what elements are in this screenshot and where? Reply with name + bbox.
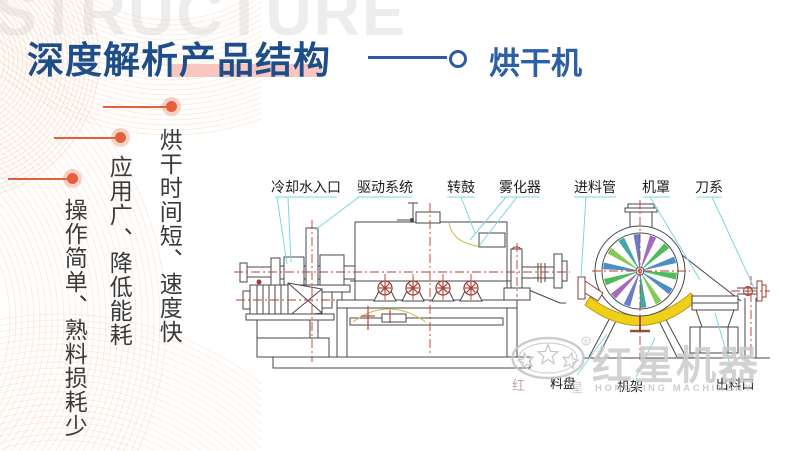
- label-material-tray: 料盘: [550, 376, 576, 391]
- connector-line: [368, 56, 447, 59]
- feature-bullet-line-3: [8, 178, 68, 180]
- brand-seal-char: 红: [512, 378, 525, 393]
- feature-bullet-dot-3: [67, 173, 78, 184]
- registered-mark: ®: [584, 339, 589, 346]
- label-cooling-water-inlet: 冷却水入口: [271, 179, 341, 195]
- leader-lines: [275, 196, 757, 378]
- label-knife-system: 刀系: [695, 179, 723, 195]
- feature-text-2: 应用广、降低能耗: [106, 155, 133, 347]
- label-machine-cover: 机罩: [642, 179, 670, 195]
- label-drive-system: 驱动系统: [357, 179, 413, 195]
- centerlines: [234, 200, 770, 362]
- connector-circle-icon: [449, 50, 467, 68]
- diagram-labels: 冷却水入口 驱动系统 转鼓 雾化器 进料管 机罩 刀系 料盘 机架 出料口: [271, 179, 755, 394]
- title-highlight-bar: [168, 64, 322, 77]
- page-title: 深度解析产品结构: [27, 40, 331, 81]
- brand-seal-char-2: 星: [571, 381, 583, 395]
- brand-watermark: ® 红星机器 HONGXING MACHINERY 红 星: [511, 336, 760, 395]
- label-feed-pipe: 进料管: [574, 179, 616, 195]
- drum-blade-wheel: [603, 234, 677, 308]
- logo-stars-icon: [516, 342, 580, 370]
- side-view-drawing: [239, 202, 568, 369]
- label-atomizer: 雾化器: [499, 179, 541, 195]
- background-watermark-word: STRUCTURE: [0, 0, 407, 49]
- feature-text-3: 操作简单、熟料损耗少: [61, 198, 88, 438]
- label-rotating-drum: 转鼓: [447, 179, 475, 195]
- feature-bullet-line-1: [103, 106, 167, 108]
- brand-name-cn: 红星机器: [592, 344, 760, 388]
- feature-text-1: 烘干时间短、速度快: [156, 128, 183, 344]
- label-discharge-port: 出料口: [715, 377, 754, 392]
- feature-bullet-dot-1: [166, 101, 177, 112]
- red-fittings: [361, 263, 542, 330]
- feature-bullet-dot-2: [115, 132, 126, 143]
- label-frame: 机架: [617, 379, 643, 394]
- brand-name-en: HONGXING MACHINERY: [595, 383, 753, 394]
- feature-bullet-line-2: [54, 137, 116, 139]
- product-label: 烘干机: [489, 46, 582, 81]
